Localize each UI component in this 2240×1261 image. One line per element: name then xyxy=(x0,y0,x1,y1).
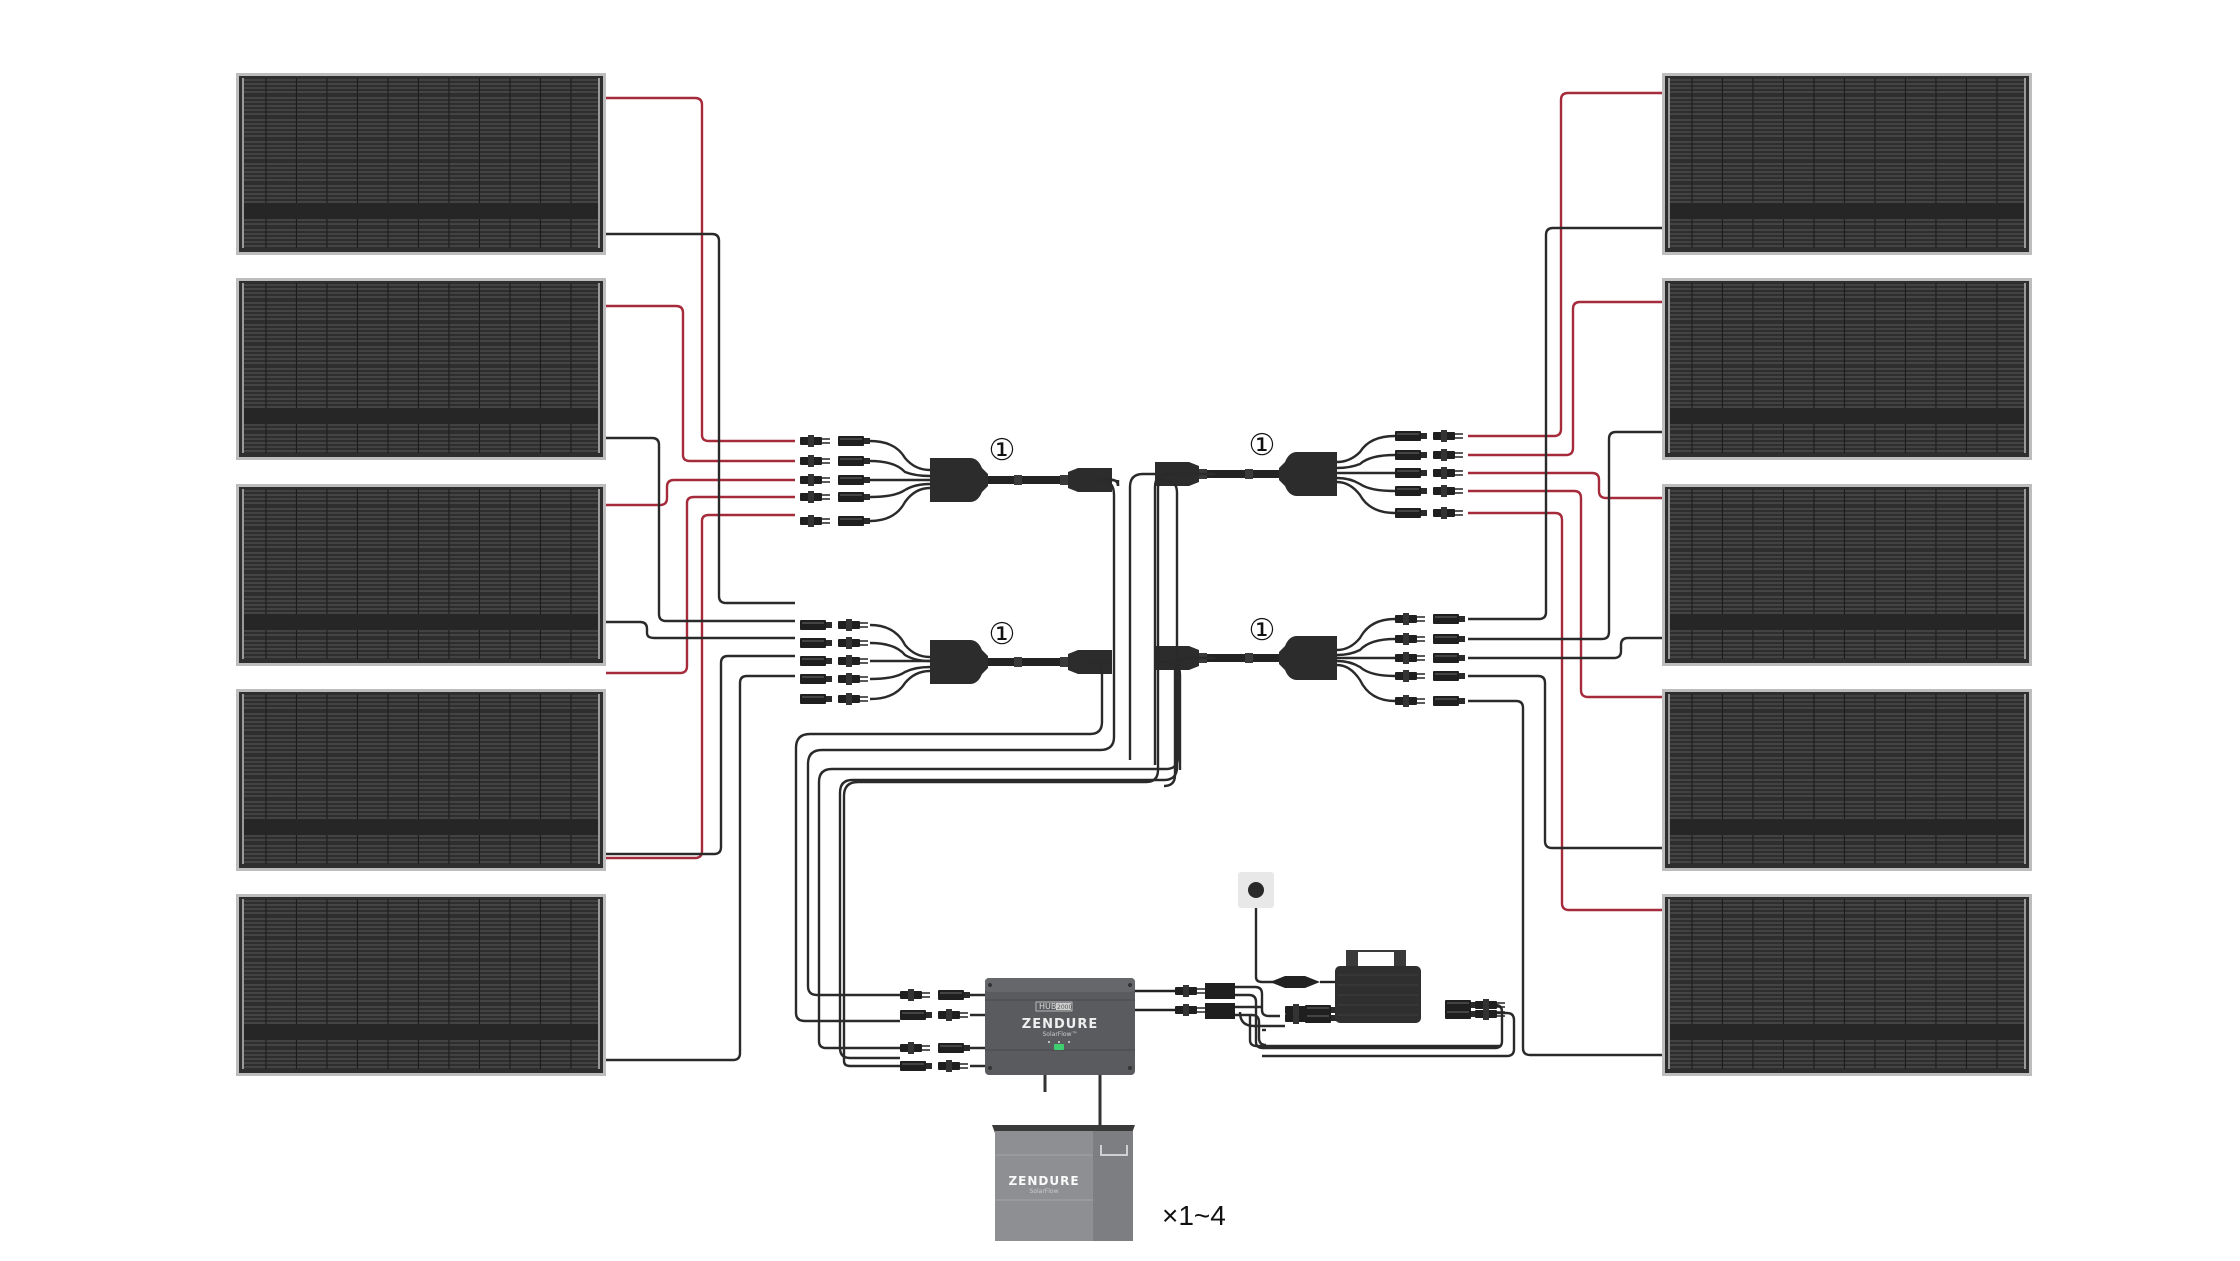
splitter-label-right-bottom: ① xyxy=(1249,613,1276,648)
left-splitter-fan-wires xyxy=(869,439,931,701)
battery-device: ZENDURE SolarFlow xyxy=(992,1125,1135,1241)
right-panels xyxy=(1662,73,2032,1076)
left-wires xyxy=(606,96,795,1062)
solar-panel-right-5 xyxy=(1662,894,2032,1076)
solar-panel-right-2 xyxy=(1662,278,2032,460)
wire-negative-right-5 xyxy=(1468,699,1662,1057)
solar-panel-left-1 xyxy=(236,73,606,255)
right-splitter-fan-wires xyxy=(1336,434,1396,703)
solar-panel-left-3 xyxy=(236,484,606,666)
trunk-routing xyxy=(817,472,1215,1068)
status-led xyxy=(1054,1044,1064,1050)
solar-panel-right-3 xyxy=(1662,484,2032,666)
plug-icon xyxy=(1248,882,1264,898)
trunk-wires xyxy=(794,472,1200,1060)
hub-product-line: SolarFlow™ xyxy=(1043,1031,1078,1038)
battery-brand-logo: ZENDURE xyxy=(1008,1174,1079,1188)
wire-negative-right-3 xyxy=(1468,636,1662,660)
hub-input-connectors xyxy=(899,988,970,1073)
wire-negative-left-3 xyxy=(606,620,795,640)
y-splitter-left-bottom xyxy=(930,640,1112,684)
wire-negative-left-1 xyxy=(606,232,795,605)
wire-negative-left-5 xyxy=(606,674,795,1062)
splitter-label-left-bottom: ① xyxy=(989,617,1016,652)
solar-panel-right-1 xyxy=(1662,73,2032,255)
solar-panel-left-2 xyxy=(236,278,606,460)
hub-device: HUB 2000 ZENDURE SolarFlow™ xyxy=(985,978,1135,1075)
wire-negative-right-1 xyxy=(1468,226,1662,621)
hub-battery-cables xyxy=(1043,1075,1102,1125)
hub-model-number: 2000 xyxy=(1057,1004,1072,1011)
battery-multiplier-label: ×1~4 xyxy=(1162,1200,1226,1231)
wire-positive-right-2 xyxy=(1468,300,1662,457)
wire-negative-left-2 xyxy=(606,436,795,623)
hub-model-prefix: HUB xyxy=(1039,1002,1056,1011)
hub-output xyxy=(1135,983,1235,1019)
ac-cable xyxy=(1254,895,1335,988)
wire-positive-right-3 xyxy=(1468,471,1662,500)
wire-negative-right-2 xyxy=(1468,430,1662,641)
left-panels xyxy=(236,73,606,1076)
hub-model-badge xyxy=(1035,1001,1073,1012)
right-connectors-top xyxy=(1395,429,1464,520)
wire-negative-right-4 xyxy=(1468,674,1662,850)
solar-panel-right-4 xyxy=(1662,689,2032,871)
splitter-label-right-top: ① xyxy=(1249,428,1276,463)
wire-positive-left-5 xyxy=(606,513,795,860)
left-connectors-top xyxy=(799,434,870,528)
wire-positive-right-1 xyxy=(1468,91,1662,438)
wire-positive-left-2 xyxy=(606,304,795,463)
hub-to-inverter-wires xyxy=(1235,985,1516,1058)
battery-product-line: SolarFlow xyxy=(1030,1188,1059,1195)
y-splitter-left-top xyxy=(930,458,1112,502)
wire-positive-left-4 xyxy=(606,495,795,675)
wire-positive-left-1 xyxy=(606,96,795,443)
solar-panel-left-4 xyxy=(236,689,606,871)
wire-positive-right-4 xyxy=(1468,489,1662,699)
right-wires xyxy=(1468,91,1662,1057)
hub-brand-logo: ZENDURE xyxy=(1022,1017,1098,1032)
left-connectors-bottom xyxy=(800,618,869,706)
solar-panel-left-5 xyxy=(236,894,606,1076)
wire-negative-left-4 xyxy=(606,654,795,856)
wall-socket xyxy=(1238,872,1274,908)
wire-positive-left-3 xyxy=(606,478,795,507)
splitter-label-left-top: ① xyxy=(989,433,1016,468)
wire-positive-right-5 xyxy=(1468,511,1662,912)
micro-inverter xyxy=(1335,950,1421,1023)
right-connectors-bottom xyxy=(1394,612,1465,708)
